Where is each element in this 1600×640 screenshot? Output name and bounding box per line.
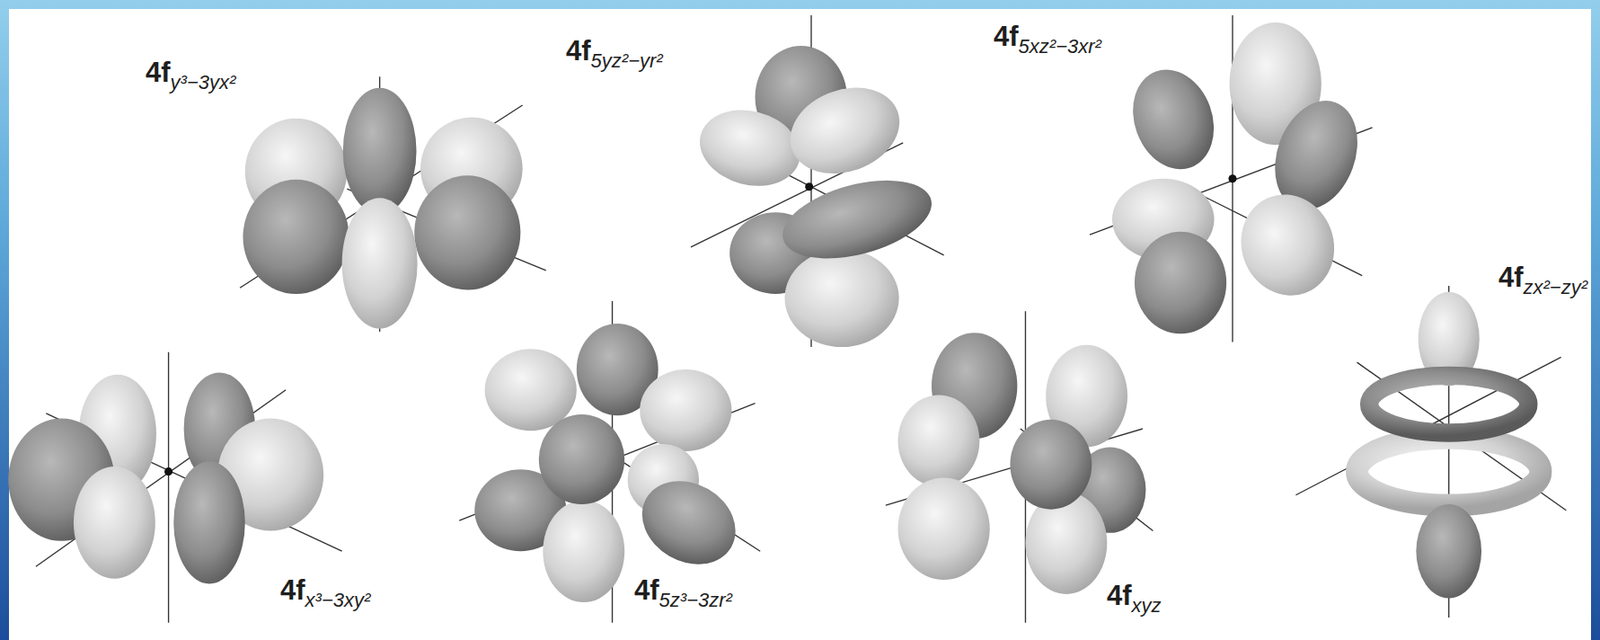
orbital-symbol: 4f [1498,261,1524,293]
orbital-label: 4fxyz [1106,578,1162,612]
orbital-symbol: 4f [145,56,171,89]
orbital-label: 4fx³−3xy² [280,573,371,607]
orbital-subscript: 5z³−3zr² [659,588,733,611]
orbital-subscript: 5xz²−3xr² [1018,35,1102,58]
orbital-subscript: y³−3yx² [170,70,237,94]
orbital-symbol: 4f [993,20,1019,53]
orbital-label: 4f5z³−3zr² [634,573,733,607]
orbital-label: 4fy³−3yx² [145,55,236,89]
orbital-label: 4fzx²−zy² [1498,260,1588,294]
orbital-symbol: 4f [280,574,306,606]
orbital-subscript: xyz [1131,593,1162,617]
orbital-label: 4f5yz²−yr² [565,34,663,68]
orbital-symbol: 4f [634,574,660,606]
orbital-subscript: zx²−zy² [1523,275,1589,299]
orbital-label: 4f5xz²−3xr² [993,19,1102,54]
orbital-symbol: 4f [565,35,592,67]
orbital-subscript: x³−3xy² [305,588,372,611]
orbital-symbol: 4f [1106,579,1132,611]
orbital-subscript: 5yz²−yr² [591,49,663,72]
